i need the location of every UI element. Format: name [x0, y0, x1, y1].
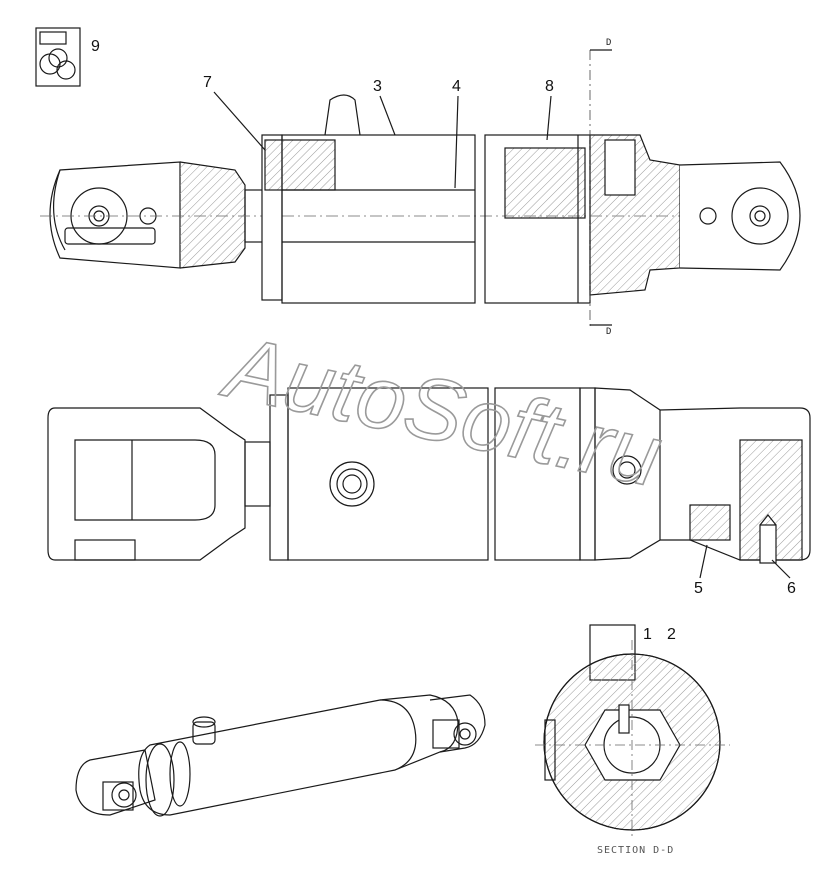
- watermark: AutoSoft.ru: [213, 330, 670, 506]
- kit-icon: [35, 27, 81, 87]
- callout-7: 7: [203, 74, 212, 91]
- callout-8: 8: [545, 78, 554, 95]
- callout-3: 3: [373, 78, 382, 95]
- callout-4: 4: [452, 78, 461, 95]
- section-mark-bottom: D: [606, 327, 612, 337]
- callout-9: 9: [91, 38, 100, 55]
- callout-2: 2: [667, 626, 676, 643]
- callout-5: 5: [694, 580, 703, 597]
- callout-1: 1: [643, 626, 652, 643]
- callout-6: 6: [787, 580, 796, 597]
- section-mark-top: D: [606, 38, 612, 48]
- section-caption: SECTION D-D: [597, 845, 675, 856]
- svg-text:AutoSoft.ru: AutoSoft.ru: [214, 330, 670, 505]
